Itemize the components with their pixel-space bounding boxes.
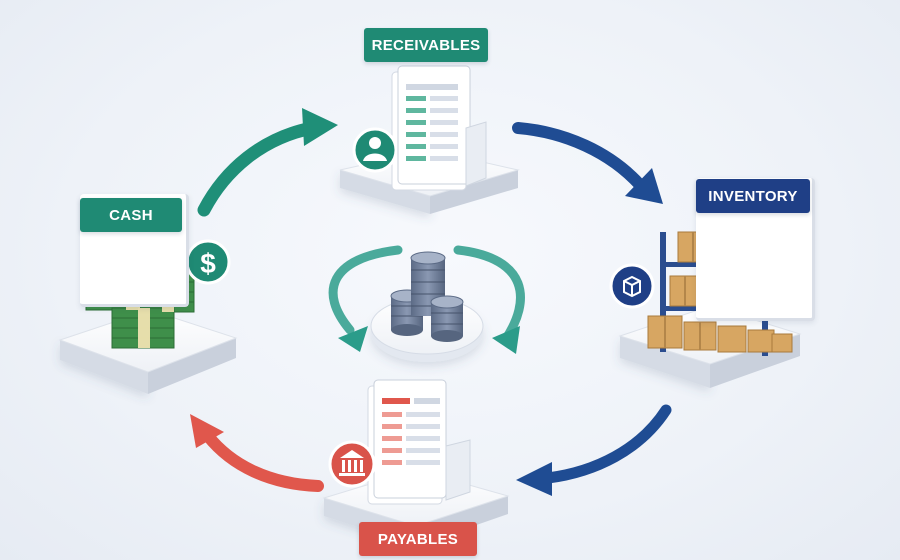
payables-document [367,379,471,505]
inventory-label: INVENTORY [696,179,810,213]
arrow-inventory-to-payables [516,404,672,496]
box-icon [609,263,655,309]
arrow-receivables-to-inventory [512,122,663,204]
dollar-sign-icon: $ [185,239,231,285]
coin-stack-icon [390,251,464,342]
arrow-cash-to-receivables [197,108,338,217]
center-cycle [328,245,525,362]
cash-label: CASH [80,198,182,232]
payables-label: PAYABLES [359,522,477,556]
payables-node [322,379,510,546]
receivables-document [391,65,487,191]
arrow-payables-to-cash [190,414,324,492]
person-icon [352,127,398,173]
bank-icon [328,440,376,488]
receivables-label: RECEIVABLES [364,28,488,62]
svg-text:$: $ [200,248,216,279]
receivables-node [339,65,520,214]
